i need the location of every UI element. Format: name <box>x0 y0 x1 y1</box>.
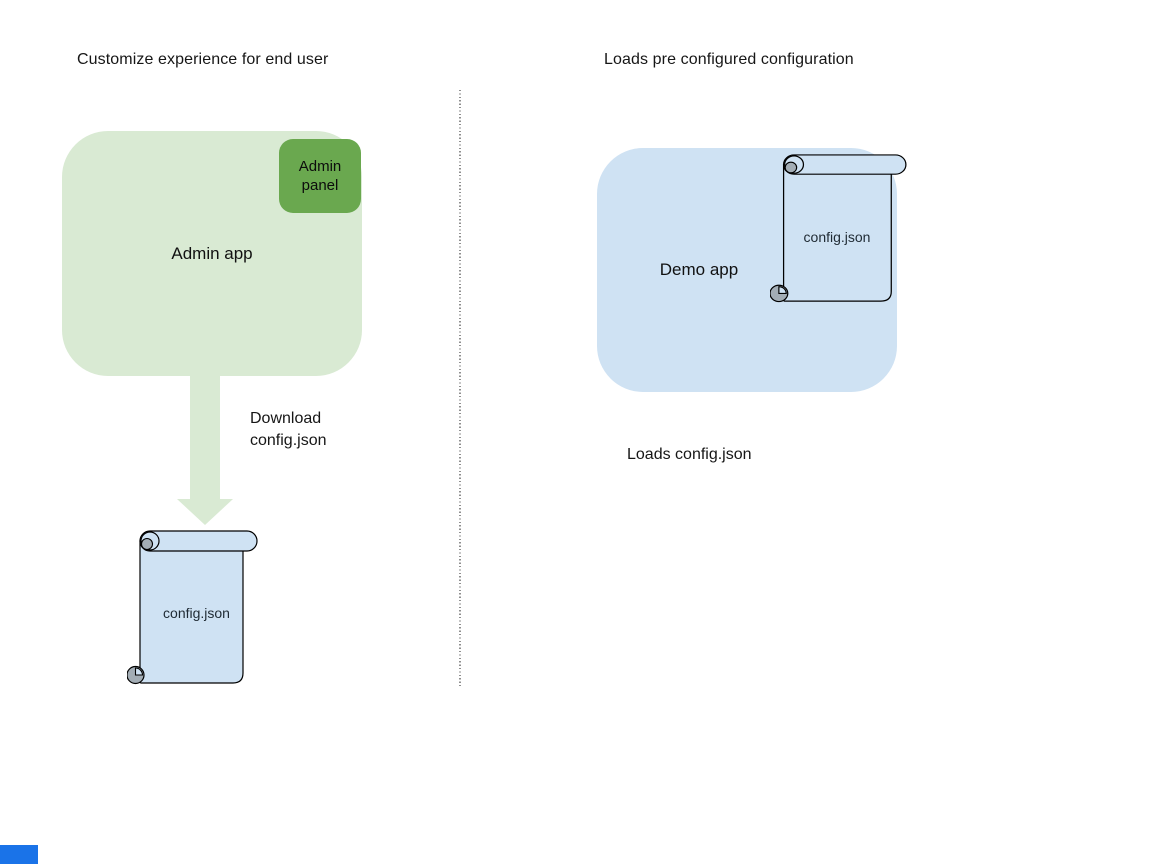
config-json-scroll-right: config.json <box>770 154 908 304</box>
left-section-title: Customize experience for end user <box>77 51 329 68</box>
config-json-label-left: config.json <box>163 605 230 621</box>
blue-corner-marker <box>0 845 38 864</box>
demo-app-label: Demo app <box>659 260 739 279</box>
admin-panel-box: Admin panel <box>279 139 361 213</box>
right-section-title: Loads pre configured configuration <box>604 51 854 68</box>
download-arrow-icon <box>177 376 233 525</box>
download-arrow-label: Download config.json <box>250 410 327 449</box>
admin-app-label: Admin app <box>171 244 253 263</box>
config-json-scroll-left: config.json <box>127 530 259 686</box>
section-divider <box>459 90 461 686</box>
config-json-label-right: config.json <box>803 229 871 245</box>
scroll-icon <box>770 154 907 303</box>
scroll-icon <box>127 530 258 685</box>
admin-panel-label: Admin panel <box>298 158 342 194</box>
loads-config-caption: Loads config.json <box>627 446 752 463</box>
